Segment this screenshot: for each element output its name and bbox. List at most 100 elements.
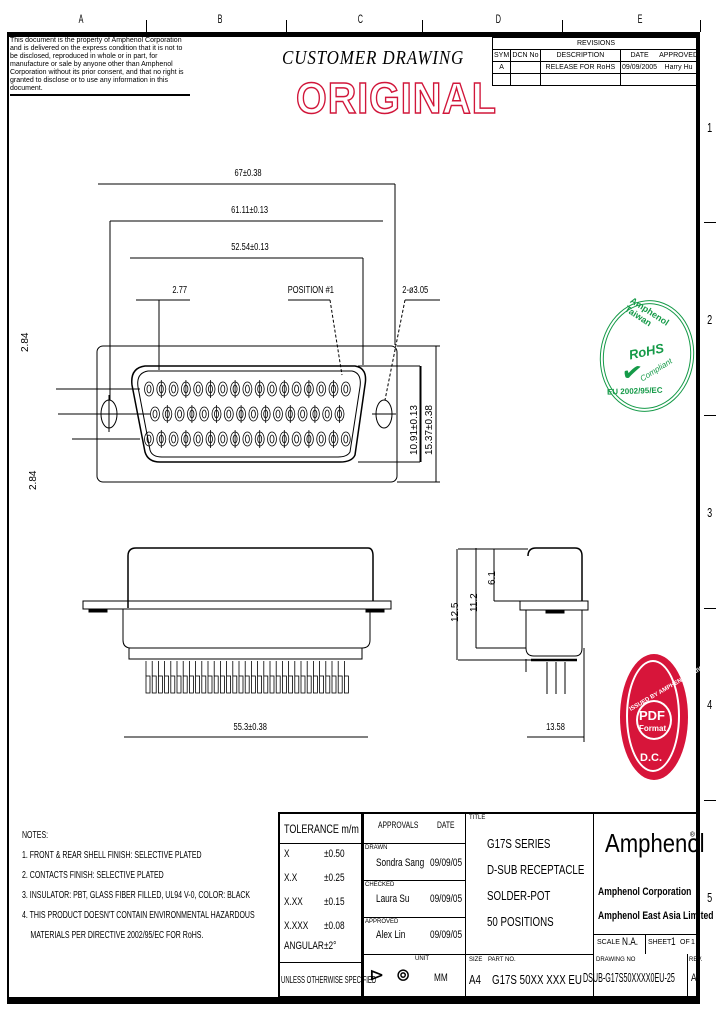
tol-label: X.XXX (284, 920, 309, 932)
pdf-stamp-bottom: D.C. (640, 752, 662, 764)
zone-letter-c: C (357, 12, 363, 26)
note-item: 1. FRONT & REAR SHELL FINISH: SELECTIVE … (22, 850, 202, 861)
note-item: MATERIALS PER DIRECTIVE 2002/95/EC FOR R… (30, 930, 204, 941)
approval-date: 09/09/05 (430, 893, 463, 905)
third-angle-projection-icon: ⊳ ⊚ (370, 963, 410, 988)
notes-title: NOTES: (22, 830, 49, 841)
pdf-issued-stamp: ISSUED BY AMPHENOL TAIWAN PDF Format D.C… (620, 654, 712, 780)
zone-tick (700, 20, 701, 32)
amphenol-logo: Amphenol (605, 828, 705, 858)
customer-drawing-heading: CUSTOMER DRAWING (282, 47, 465, 69)
dim-height-total: 12.5 (450, 602, 461, 622)
zone-tick (422, 20, 423, 32)
tol-value: ±0.15 (324, 896, 345, 908)
zone-letter-a: A (78, 12, 84, 26)
unit-value: MM (434, 972, 448, 984)
tol-value: ±2° (324, 940, 337, 952)
part-no-label: PART NO. (488, 957, 516, 963)
dim-pitch: 2.77 (172, 285, 188, 296)
zone-number-4: 4 (707, 697, 713, 712)
role-label: DRAWN (365, 845, 388, 851)
note-item: 3. INSULATOR: PBT, GLASS FIBER FILLED, U… (22, 890, 251, 901)
dim-height-top: 6.1 (487, 571, 498, 585)
approver-name: Laura Su (376, 893, 410, 905)
zone-tick (286, 20, 287, 32)
sheet-of-label: OF (680, 939, 690, 946)
dim-hole-spacing: 61.11±0.13 (231, 205, 269, 216)
pdf-stamp-sub: Format (639, 724, 667, 733)
role-label: APPROVED (365, 919, 399, 925)
size-label: SIZE (469, 957, 483, 963)
tol-label: X (284, 848, 290, 860)
zone-letter-d: D (495, 12, 501, 26)
zone-number-1: 1 (707, 120, 713, 135)
note-item: 4. THIS PRODUCT DOESN'T CONTAIN ENVIRONM… (22, 910, 255, 921)
table-row: A RELEASE FOR RoHS 09/09/2005 Harry Hu (491, 61, 701, 74)
tol-label: X.XX (284, 896, 303, 908)
tolerance-title: TOLERANCE m/m (284, 822, 359, 836)
sheet-total: 1 (691, 939, 695, 946)
zone-tick (704, 222, 716, 223)
sheet-value: 1 (671, 936, 676, 948)
registered-mark-icon: ® (690, 830, 695, 839)
note-item: 2. CONTACTS FINISH: SELECTIVE PLATED (22, 870, 164, 881)
zone-tick (146, 20, 147, 32)
pdf-stamp-center: PDF (639, 708, 665, 723)
title-line: D-SUB RECEPTACLE (487, 862, 585, 877)
scale-value: N.A. (622, 936, 639, 948)
dim-body-width: 55.3±0.38 (233, 722, 267, 733)
dim-mount-hole: 2-ø3.05 (402, 285, 429, 296)
title-line: G17S SERIES (487, 836, 551, 851)
company-line: Amphenol East Asia Limited (598, 910, 714, 922)
approvals-date-header: DATE (437, 820, 455, 830)
drawing-no-value: DSUB-G17S50XXXX0EU-25 (583, 970, 675, 985)
approver-name: Sondra Sang (376, 857, 425, 869)
dim-depth: 13.58 (546, 722, 565, 733)
zone-tick (704, 608, 716, 609)
tolerance-footer: UNLESS OTHERWISE SPECIFIED (281, 975, 377, 986)
pin-array (144, 380, 351, 448)
tol-label: ANGULAR (284, 940, 324, 952)
title-label: TITLE (469, 815, 486, 821)
tol-value: ±0.25 (324, 872, 345, 884)
zone-number-5: 5 (707, 890, 713, 905)
sheet-label: SHEET (648, 939, 672, 946)
zone-letter-b: B (217, 12, 223, 26)
zone-number-2: 2 (707, 312, 713, 327)
drawing-frame (7, 32, 700, 1004)
zone-tick (562, 20, 563, 32)
dim-bottom-offset: 2.84 (28, 470, 39, 490)
ownership-notice: This document is the property of Ampheno… (10, 37, 190, 96)
revisions-table: REVISIONS SYM DCN No DESCRIPTION DATE AP… (491, 37, 701, 86)
checkmark-icon: ✔ (621, 353, 643, 389)
dim-shell-width: 52.54±0.13 (231, 242, 269, 253)
dim-top-offset: 2.84 (20, 332, 31, 352)
drawing-no-label: DRAWING NO (596, 957, 636, 963)
title-line: SOLDER-POT (487, 888, 551, 903)
part-no-value: G17S 50XX XXX EU (492, 972, 582, 987)
tol-value: ±0.08 (324, 920, 345, 932)
position-1-label: POSITION #1 (287, 285, 334, 296)
rev-value: A (691, 972, 697, 984)
size-value: A4 (469, 972, 481, 987)
zone-tick (704, 800, 716, 801)
rev-label: REV. (689, 957, 703, 963)
dim-shell-height: 10.91±0.13 (409, 405, 420, 455)
title-line: 50 POSITIONS (487, 914, 554, 929)
tol-value: ±0.50 (324, 848, 345, 860)
approval-date: 09/09/05 (430, 929, 463, 941)
zone-tick (704, 415, 716, 416)
approvals-header: APPROVALS (378, 820, 419, 830)
company-line: Amphenol Corporation (598, 886, 692, 898)
role-label: CHECKED (365, 882, 395, 888)
solder-pot-array (145, 661, 349, 694)
scale-label: SCALE (597, 939, 620, 946)
zone-number-3: 3 (707, 505, 713, 520)
unit-label: UNIT (415, 956, 429, 962)
original-stamp: ORIGINAL (295, 73, 497, 124)
rohs-stamp-sub: Compliant (638, 356, 674, 384)
notes-section: NOTES: 1. FRONT & REAR SHELL FINISH: SEL… (22, 826, 354, 946)
approval-date: 09/09/05 (430, 857, 463, 869)
tolerance-block (278, 812, 363, 998)
